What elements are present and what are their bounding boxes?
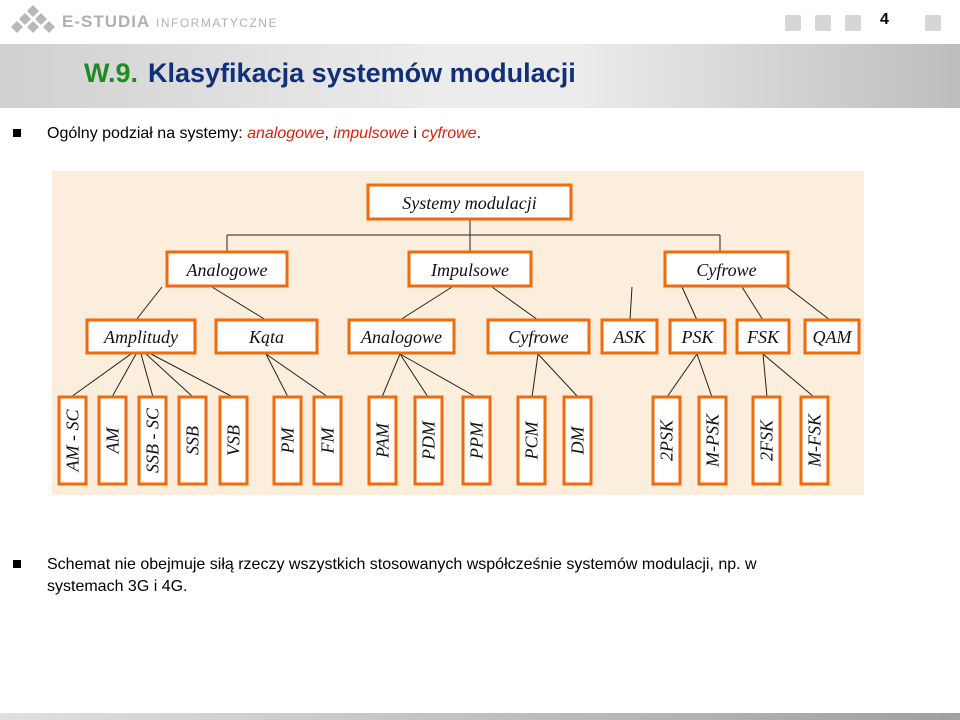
leaf-am-label: AM [103,427,123,455]
leaf-vsb: VSB [218,395,249,486]
bullet-2-line2: systemach 3G i 4G. [47,578,188,595]
leaf-vsb-label: VSB [224,425,244,456]
node-qam: QAM [803,318,861,355]
leaf-fm: FM [312,395,343,486]
bullet-marker-2 [13,560,21,568]
bullet-2-line1: Schemat nie obejmuje siłą rzeczy wszystk… [47,556,757,573]
bullet-1-sep1: , [324,125,334,142]
node-impuls-cyfrowe: Cyfrowe [486,318,591,355]
node-fsk-label: FSK [746,327,780,347]
connector-lines [70,220,831,398]
leaf-ppm: PPM [461,395,492,486]
leaf-m-fsk: M-FSK [799,395,830,486]
bullet-marker-1 [13,129,21,137]
leaf-2psk: 2PSK [651,395,682,486]
brand-name: E-STUDIA INFORMATYCZNE [62,12,278,32]
node-kata-label: Kąta [248,327,284,347]
leaf-2fsk-label: 2FSK [757,419,777,461]
node-qam-label: QAM [813,327,853,347]
brand-main: E-STUDIA [62,12,151,31]
nav-square-3[interactable] [845,15,861,31]
nav-square-1[interactable] [785,15,801,31]
header-bar: E-STUDIA INFORMATYCZNE 4 [0,0,960,44]
bullet-text-1: Ogólny podział na systemy: analogowe, im… [47,123,481,145]
leaf-dm-label: DM [568,426,588,456]
leaf-pdm: PDM [413,395,444,486]
node-amplitudy-label: Amplitudy [103,327,178,347]
node-impuls-analogowe: Analogowe [347,318,456,355]
node-fsk: FSK [735,318,791,355]
brand-sub: INFORMATYCZNE [156,16,278,30]
bullet-1-prefix: Ogólny podział na systemy: [47,125,248,142]
leaf-pcm-label: PCM [522,420,542,460]
title-text: Klasyfikacja systemów modulacji [148,58,576,88]
leaf-dm: DM [562,395,593,486]
leaf-ssb-sc-label: SSB - SC [143,407,163,473]
node-psk-label: PSK [680,327,714,347]
term-cyfrowe: cyfrowe [421,125,477,142]
leaf-pam: PAM [367,395,398,486]
node-kata: Kąta [214,318,319,355]
term-impulsowe: impulsowe [333,125,409,142]
leaf-2psk-label: 2PSK [657,419,677,461]
node-cyfrowe-label: Cyfrowe [696,260,756,280]
leaf-am: AM [97,395,128,486]
node-root: Systemy modulacji [366,183,573,221]
leaf-ssb-label: SSB [183,426,203,455]
node-amplitudy: Amplitudy [85,318,197,355]
leaf-am-sc-label: AM - SC [63,409,83,473]
leaf-m-fsk-label: M-FSK [805,413,825,468]
node-impulsowe: Impulsowe [407,250,533,288]
page-number: 4 [880,11,889,28]
leaf-pdm-label: PDM [419,420,439,461]
node-psk: PSK [668,318,727,355]
leaf-ssb: SSB [177,395,208,486]
node-cyfrowe: Cyfrowe [663,250,790,288]
leaf-ssb-sc: SSB - SC [137,395,168,486]
leaf-pm: PM [272,395,303,486]
node-analogowe: Analogowe [165,250,289,288]
nav-square-2[interactable] [815,15,831,31]
leaf-m-psk-label: M-PSK [703,413,723,468]
leaf-2fsk: 2FSK [751,395,782,486]
leaf-pam-label: PAM [373,422,393,459]
bullet-1-suffix: . [476,125,482,142]
node-impulsowe-label: Impulsowe [430,260,509,280]
nav-square-4[interactable] [925,15,941,31]
leaf-pm-label: PM [278,427,298,455]
node-ask-label: ASK [612,327,646,347]
leaf-ppm-label: PPM [467,421,487,460]
leaf-am-sc: AM - SC [57,395,88,486]
leaf-m-psk: M-PSK [697,395,728,486]
bullet-text-2: Schemat nie obejmuje siłą rzeczy wszystk… [47,554,927,598]
term-analogowe: analogowe [247,125,325,142]
node-impuls-analogowe-label: Analogowe [360,327,442,347]
title-bar: W.9. Klasyfikacja systemów modulacji [0,44,960,108]
bullet-1-sep2: i [408,125,422,142]
title-number: W.9. [84,58,139,88]
node-root-label: Systemy modulacji [402,193,536,213]
modulation-classification-diagram: Systemy modulacji Analogowe Impulsowe Cy… [52,171,864,495]
footer-bar [0,713,960,720]
node-impuls-cyfrowe-label: Cyfrowe [508,327,568,347]
slide-title: W.9. Klasyfikacja systemów modulacji [84,58,576,89]
node-analogowe-label: Analogowe [186,260,268,280]
diamond-grid-logo-icon [11,5,55,33]
leaf-pcm: PCM [516,395,547,486]
node-ask: ASK [600,318,659,355]
leaf-fm-label: FM [318,427,338,455]
